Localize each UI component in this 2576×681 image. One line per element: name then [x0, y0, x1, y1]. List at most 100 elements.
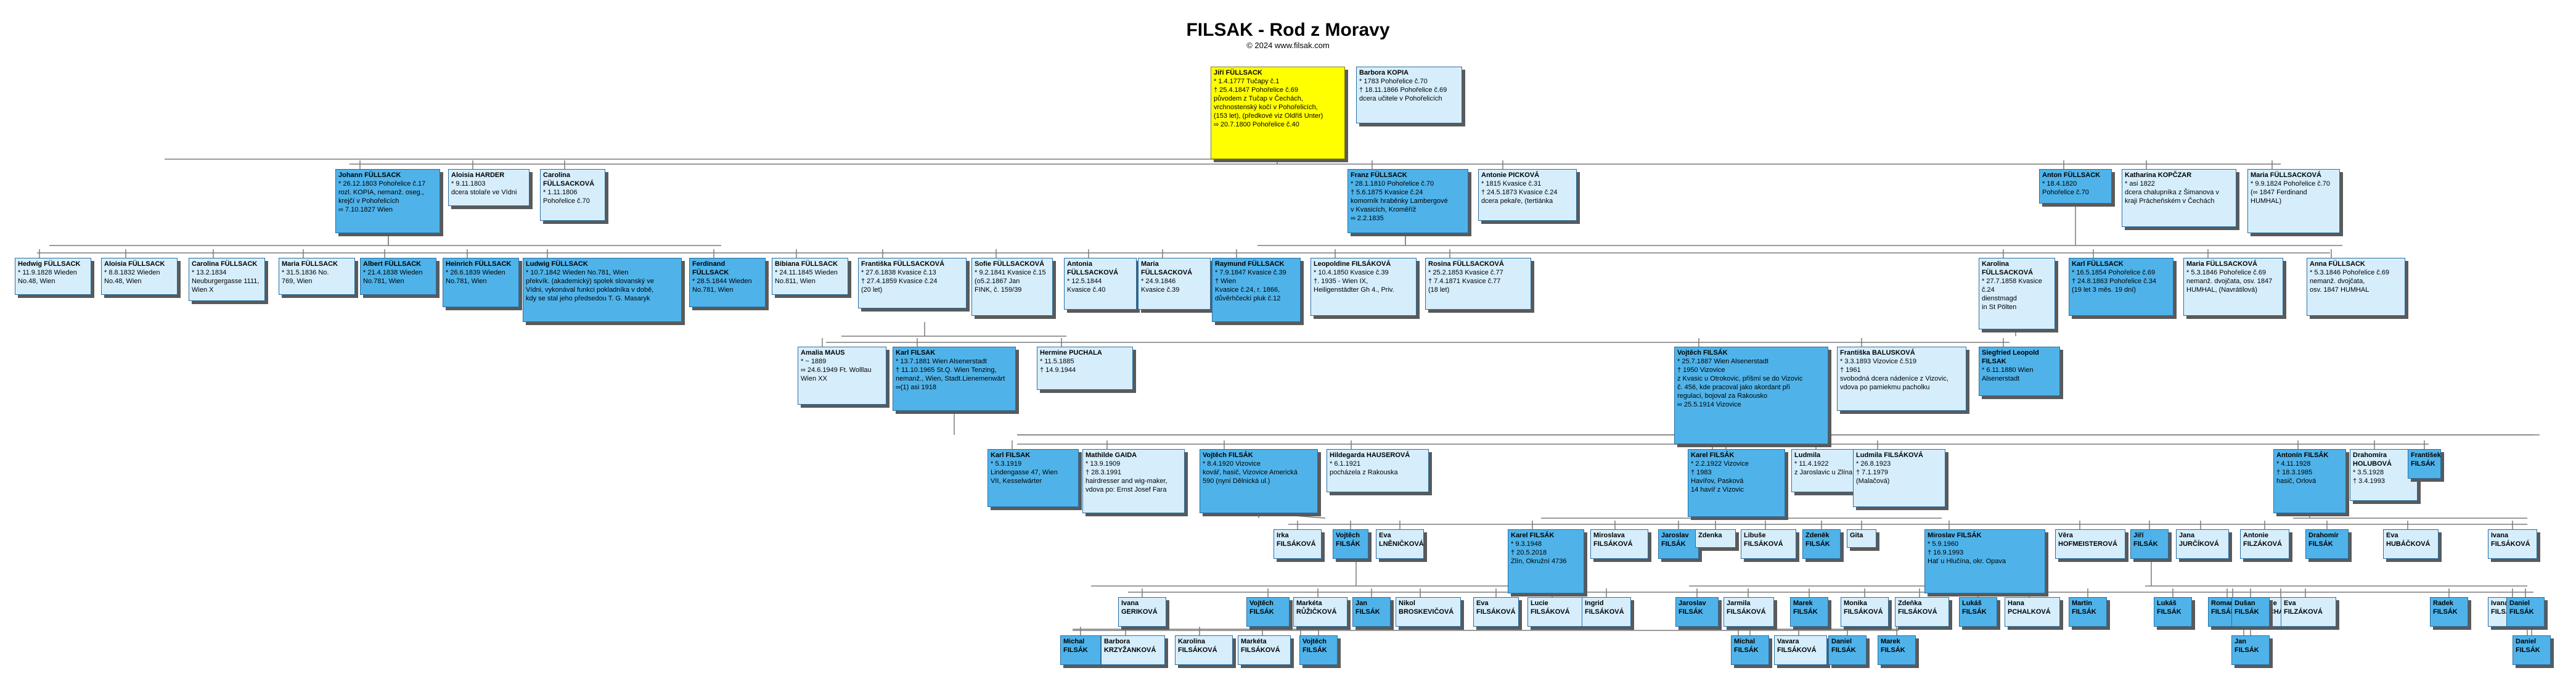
person-card-vojtech-filsak-38[interactable]: Vojtěch FILSÁK* 8.4.1920 Vizovice kovář,… — [1200, 449, 1318, 513]
person-card-franz-fullsack-5[interactable]: Franz FÜLLSACK* 28.1.1810 Pohořelice č.7… — [1347, 169, 1468, 233]
person-card-ingrid-filsakova-71[interactable]: Ingrid FILSÁKOVÁ — [1582, 597, 1631, 627]
person-card-karolina-fullsackova-26[interactable]: Karolina FÜLLSACKOVÁ* 27.7.1858 Kvasice … — [1979, 258, 2055, 329]
person-card-jan-filsak-67[interactable]: Jan FILSÁK — [1352, 597, 1391, 627]
person-card-marek-filsak-74[interactable]: Marek FILSÁK — [1790, 597, 1828, 627]
person-card-antonie-pickova-6[interactable]: Antonie PICKOVÁ* 1815 Kvasice č.31 † 24.… — [1478, 169, 1577, 221]
person-card-karl-filsak-36[interactable]: Karl FILSAK* 5.3.1919 Lindengasse 47, Wi… — [987, 449, 1079, 507]
person-card-ludwig-fullsack-16[interactable]: Ludwig FÜLLSACK* 10.7.1842 Wieden No.781… — [523, 258, 682, 322]
person-card-marketa-filsakova-92[interactable]: Markéta FILSÁKOVÁ — [1238, 635, 1291, 665]
person-card-frantisek-filsak-45[interactable]: František FILSÁK — [2408, 449, 2441, 479]
person-card-ludmila-filsakova-42[interactable]: Ludmila FILSÁKOVÁ* 26.8.1923 † 7.1.1979 … — [1853, 449, 1945, 507]
person-card-frantiska-fullsackova-19[interactable]: Františka FÜLLSACKOVÁ* 27.6.1838 Kvasice… — [858, 258, 967, 308]
person-card-hermine-puchala-32[interactable]: Hermine PUCHALA* 11.5.1885 † 14.9.1944 — [1037, 347, 1133, 390]
person-card-anton-fullsack-7[interactable]: Anton FÜLLSACK* 18.4.1820 Pohořelice č.7… — [2039, 169, 2112, 204]
person-card-katharina-kopczar-8[interactable]: Katharina KOPČZAR* asi 1822 dcera chalup… — [2122, 169, 2236, 227]
person-card-lukas-filsak-77[interactable]: Lukáš FILSÁK — [1959, 597, 1997, 627]
person-card-zdenka-52[interactable]: Zdenka — [1695, 529, 1736, 548]
person-card-nikol-broskevicova-68[interactable]: Nikol BROSKEVIČOVÁ — [1396, 597, 1461, 627]
person-card-hildegarda-hauserova-39[interactable]: Hildegarda HAUSEROVÁ* 6.1.1921 pocházela… — [1327, 449, 1429, 492]
person-card-anna-fullsack-29[interactable]: Anna FÜLLSACK* 5.3.1846 Pohořelice č.69 … — [2307, 258, 2405, 316]
person-card-raymund-fullsack-23[interactable]: Raymund FÜLLSACK* 7.9.1847 Kvasice č.39 … — [1212, 258, 1301, 322]
person-card-antonin-filsak-43[interactable]: Antonín FILSÁK* 4.11.1928 † 18.3.1985 ha… — [2273, 449, 2346, 513]
person-card-johann-fullsack-2[interactable]: Johann FÜLLSACK* 26.12.1803 Pohořelice č… — [335, 169, 440, 233]
person-card-vojtech-filsak-47[interactable]: Vojtěch FILSÁK — [1333, 529, 1368, 559]
person-card-michal-filsak-89[interactable]: Michal FILSÁK — [1060, 635, 1101, 665]
person-card-jaroslav-filsak-51[interactable]: Jaroslav FILSÁK — [1658, 529, 1699, 559]
person-card-barbora-krzyzankova-90[interactable]: Barbora KRZYŽANKOVÁ — [1101, 635, 1165, 665]
person-name: Jan FILSÁK — [1355, 600, 1380, 616]
person-card-hana-pchalkova-78[interactable]: Hana PCHALKOVÁ — [2005, 597, 2060, 627]
person-card-vojtech-filsak-65[interactable]: Vojtěch FILSÁK — [1246, 597, 1290, 627]
person-card-drahomira-holubova-44[interactable]: Drahomíra HOLUBOVÁ* 3.5.1928 † 3.4.1993 — [2350, 449, 2418, 501]
person-card-jarmila-filsakova-73[interactable]: Jarmila FILSÁKOVÁ — [1723, 597, 1774, 627]
person-card-drahomir-filsak-61[interactable]: Drahomír FILSÁK — [2305, 529, 2349, 559]
person-card-karel-filsak-49[interactable]: Karel FILSÁK* 9.3.1948 † 20.5.2018 Zlín,… — [1508, 529, 1584, 593]
person-card-vojtech-filsak-33[interactable]: Vojtěch FILSÁK* 25.7.1887 Wien Alsenerst… — [1674, 347, 1828, 444]
person-card-siegfried-leopold-filsak-35[interactable]: Siegfried Leopold FILSAK* 6.11.1880 Wien… — [1979, 347, 2060, 396]
person-card-zdenka-filsakova-76[interactable]: Zdeňka FILSÁKOVÁ — [1895, 597, 1949, 627]
person-card-albert-fullsack-14[interactable]: Albert FÜLLSACK* 21.4.1838 Wieden No.781… — [360, 258, 436, 295]
person-card-jana-jurcikova-59[interactable]: Jana JURČÍKOVÁ — [2176, 529, 2229, 559]
person-card-rosina-fullsackova-25[interactable]: Rosina FÜLLSACKOVÁ* 25.2.1853 Kvasice č.… — [1425, 258, 1531, 310]
person-card-sofie-fullsackova-20[interactable]: Sofie FÜLLSACKOVÁ* 9.2.1841 Kvasice č.15… — [971, 258, 1053, 316]
person-card-miroslava-filsakova-50[interactable]: Miroslava FILSÁKOVÁ — [1590, 529, 1648, 559]
person-card-vera-hofmeisterova-57[interactable]: Věra HOFMEISTEROVÁ — [2055, 529, 2125, 559]
person-card-karl-fullsack-27[interactable]: Karl FÜLLSACK* 16.5.1854 Pohořelice č.69… — [2069, 258, 2173, 316]
person-card-frantiska-baluskova-34[interactable]: Františka BALUSKOVÁ* 3.3.1893 Vizovice č… — [1837, 347, 1966, 411]
person-card-antonia-fullsackova-21[interactable]: Antonia FÜLLSACKOVÁ* 12.5.1844 Kvasice č… — [1064, 258, 1137, 310]
person-card-lucie-filsakova-70[interactable]: Lucie FILSÁKOVÁ — [1527, 597, 1583, 627]
person-card-marketa-ruzickova-66[interactable]: Markéta RŮŽIČKOVÁ — [1293, 597, 1347, 627]
person-card-karl-filsak-31[interactable]: Karl FILSAK* 13.7.1881 Wien Alsenerstadt… — [893, 347, 1016, 411]
person-card-gita-55[interactable]: Gita — [1847, 529, 1876, 548]
person-card-daniel-filsak-88[interactable]: Daniel FILSÁK — [2506, 597, 2545, 627]
person-card-antonie-filzakova-60[interactable]: Antonie FILZÁKOVÁ — [2240, 529, 2289, 559]
person-card-ivana-gerikova-64[interactable]: Ivana GERIKOVÁ — [1118, 597, 1166, 627]
person-card-monika-filsakova-75[interactable]: Monika FILSÁKOVÁ — [1841, 597, 1889, 627]
person-card-amalia-maus-30[interactable]: Amalia MAUS* ~ 1889 ∞ 24.6.1949 Ft. Woll… — [798, 347, 886, 405]
person-card-dusan-filsak-84[interactable]: Dušan FILSÁK — [2231, 597, 2270, 627]
person-card-michal-filsak-94[interactable]: Michal FILSÁK — [1731, 635, 1769, 665]
person-card-eva-lnenickova-48[interactable]: Eva LNĚNIČKOVÁ — [1376, 529, 1424, 559]
person-card-bibiana-fullsack-18[interactable]: Bibiana FÜLLSACK* 24.11.1845 Wieden No.8… — [772, 258, 848, 295]
person-card-mathilde-gaida-37[interactable]: Mathilde GAIDA* 13.9.1909 † 28.3.1991 ha… — [1082, 449, 1185, 513]
person-card-daniel-filsak-96[interactable]: Daniel FILSÁK — [1828, 635, 1867, 665]
person-card-jaroslav-filsak-72[interactable]: Jaroslav FILSÁK — [1675, 597, 1719, 627]
person-card-ferdinand-fullsack-17[interactable]: Ferdinand FÜLLSACK* 28.5.1844 Wieden No.… — [689, 258, 766, 307]
person-card-irka-filsakova-46[interactable]: Irka FILSÁKOVÁ — [1274, 529, 1322, 559]
person-card-libuse-filsakova-53[interactable]: Libuše FILSÁKOVÁ — [1741, 529, 1796, 559]
person-card-marek-filsak-97[interactable]: Marek FILSÁK — [1878, 635, 1916, 665]
person-card-heinrich-fullsack-15[interactable]: Heinrich FÜLLSACK* 26.6.1839 Wieden No.7… — [443, 258, 519, 307]
person-card-eva-filzakova-85[interactable]: Eva FILZÁKOVÁ — [2281, 597, 2336, 627]
person-card-maria-fullsackova-22[interactable]: Maria FÜLLSACKOVÁ* 24.9.1846 Kvasice č.3… — [1138, 258, 1211, 310]
person-card-barbora-kopia-1[interactable]: Barbora KOPIA* 1783 Pohořelice č.70 † 18… — [1356, 67, 1462, 123]
person-card-ivana-filsakova-63[interactable]: Ivana FILSÁKOVÁ — [2488, 529, 2537, 559]
person-card-carolina-fullsack-12[interactable]: Carolina FÜLLSACK* 13.2.1834 Neuburgerga… — [189, 258, 265, 301]
person-card-lukas-filsak-80[interactable]: Lukáš FILSÁK — [2154, 597, 2192, 627]
person-card-leopoldine-filsakova-24[interactable]: Leopoldine FILSÁKOVÁ* 10.4.1850 Kvasice … — [1310, 258, 1417, 316]
person-card-maria-fullsackova-9[interactable]: Maria FÜLLSACKOVÁ* 9.9.1824 Pohořelice č… — [2247, 169, 2340, 233]
person-card-karel-filsak-40[interactable]: Karel FILSÁK* 2.2.1922 Vizovice † 1983 H… — [1688, 449, 1785, 517]
person-card-vojtech-filsak-93[interactable]: Vojtěch FILSÁK — [1299, 635, 1338, 665]
person-card-eva-filsakova-69[interactable]: Eva FILSÁKOVÁ — [1473, 597, 1519, 627]
person-details: * 25.7.1887 Wien Alsenerstadt † 1950 Viz… — [1677, 357, 1803, 408]
person-card-aloisia-fullsack-11[interactable]: Aloisia FÜLLSACK* 8.8.1832 Wieden No.48,… — [101, 258, 178, 295]
person-card-radek-filsak-86[interactable]: Radek FILSÁK — [2430, 597, 2468, 627]
person-card-maria-fullsack-13[interactable]: Maria FÜLLSACK* 31.5.1836 No. 769, Wien — [279, 258, 355, 295]
person-card-maria-fullsackova-28[interactable]: Maria FÜLLSACKOVÁ* 5.3.1846 Pohořelice č… — [2183, 258, 2283, 316]
person-card-vavara-filsakova-95[interactable]: Vavara FILSÁKOVÁ — [1774, 635, 1827, 665]
person-card-hedwig-fullsack-10[interactable]: Hedwig FÜLLSACK* 11.9.1828 Wieden No.48,… — [15, 258, 91, 295]
person-card-jiri-filsak-58[interactable]: Jiří FILSÁK — [2130, 529, 2169, 559]
person-card-martin-filsak-79[interactable]: Martin FILSÁK — [2069, 597, 2107, 627]
person-card-jan-filsak-98[interactable]: Jan FILSÁK — [2231, 635, 2270, 665]
person-details: * 11.4.1922 z Jaroslavic u Zlína — [1794, 460, 1853, 476]
person-card-zdenek-filsak-54[interactable]: Zdeněk FILSÁK — [1802, 529, 1841, 559]
person-card-miroslav-filsak-56[interactable]: Miroslav FILSÁK* 5.9.1960 † 16.9.1993 Ha… — [1924, 529, 2045, 593]
person-card-daniel-filsak-99[interactable]: Daniel FILSÁK — [2513, 635, 2551, 665]
person-card-eva-hubackova-62[interactable]: Eva HUBÁČKOVÁ — [2383, 529, 2439, 559]
person-name: Jaroslav FILSÁK — [1678, 600, 1706, 616]
person-card-jiri-fullsack-0[interactable]: Jiří FÜLLSACK* 1.4.1777 Tučapy č.1 † 25.… — [1211, 67, 1345, 159]
person-card-carolina-fullsackova-4[interactable]: Carolina FÜLLSACKOVÁ* 1.11.1806 Pohořeli… — [540, 169, 605, 221]
person-details: * 3.5.1928 † 3.4.1993 — [2353, 468, 2385, 485]
person-card-aloisia-harder-3[interactable]: Aloisia HARDER* 9.11.1803 dcera stolaře … — [448, 169, 530, 206]
person-card-karolina-filsakova-91[interactable]: Karolina FILSÁKOVÁ — [1175, 635, 1233, 665]
